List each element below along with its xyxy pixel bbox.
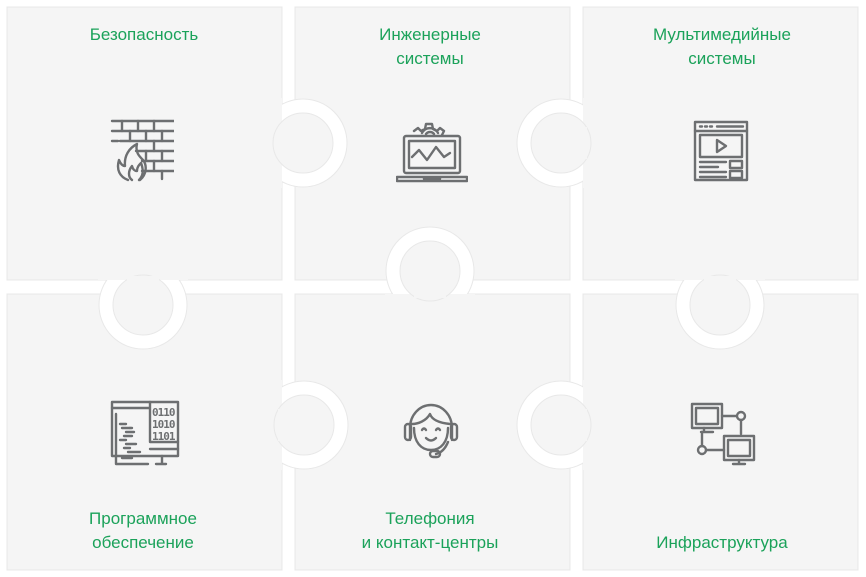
knob-neck [127, 276, 159, 305]
svg-text:1101: 1101 [152, 430, 176, 443]
piece-patch [675, 230, 765, 280]
piece-multimedia-title[interactable]: Мультимедийные системы [592, 23, 852, 71]
code-monitor-icon: 0110 1010 1101 [110, 400, 180, 466]
headset-operator-icon [396, 398, 466, 462]
video-webpage-icon [693, 120, 749, 182]
title-line: Инженерные [379, 25, 481, 44]
knob-neck [278, 127, 303, 159]
knob-neck [704, 276, 736, 305]
title-line: Инфраструктура [656, 533, 788, 552]
piece-patch [98, 230, 188, 280]
firewall-icon [110, 118, 174, 182]
title-line: Мультимедийные [653, 25, 791, 44]
piece-security-title[interactable]: Безопасность [14, 23, 274, 47]
title-line: и контакт-центры [361, 533, 499, 552]
network-computers-icon [690, 402, 758, 468]
piece-telephony-title[interactable]: Телефония и контакт-центры [300, 507, 560, 555]
title-line: Телефония [385, 509, 475, 528]
svg-text:1010: 1010 [152, 418, 175, 431]
knob-neck [561, 127, 587, 159]
piece-patch [385, 294, 475, 344]
title-line: системы [688, 49, 756, 68]
piece-software-title[interactable]: Программное обеспечение [13, 507, 273, 555]
knob-neck [414, 271, 446, 298]
knob-neck [278, 409, 304, 441]
title-line: Безопасность [89, 25, 199, 44]
title-line: Программное [89, 509, 197, 528]
laptop-gear-icon [396, 115, 468, 187]
title-line: системы [396, 49, 464, 68]
knob-neck [561, 409, 587, 441]
title-line: обеспечение [92, 533, 194, 552]
piece-infrastructure-title[interactable]: Инфраструктура [592, 531, 852, 555]
svg-text:0110: 0110 [152, 406, 175, 419]
piece-engineering-title[interactable]: Инженерные системы [300, 23, 560, 71]
